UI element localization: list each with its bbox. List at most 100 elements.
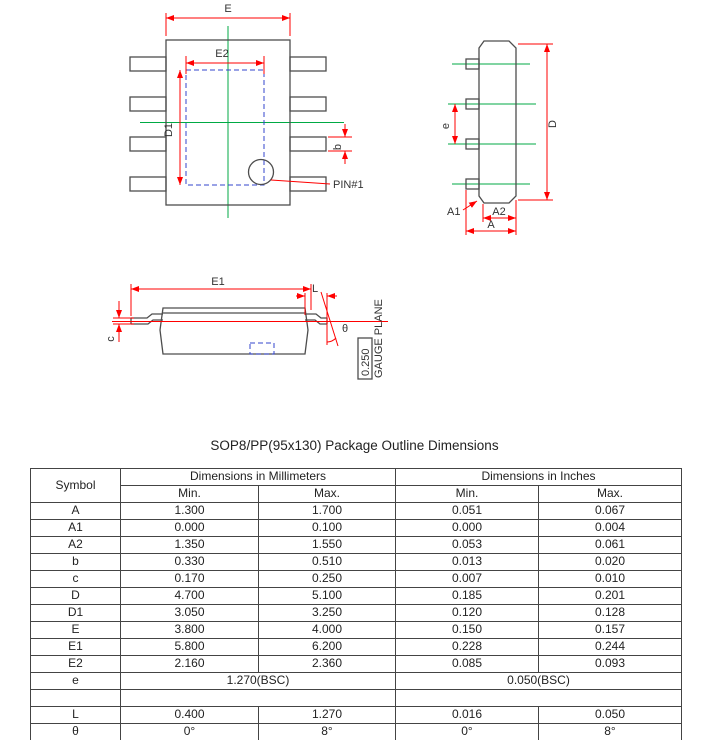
gauge-plane-label: GAUGE PLANE [373, 299, 385, 378]
cell-in-max: 0.020 [538, 553, 682, 571]
drawing-area: E E2 D1 b PIN#1 [105, 3, 559, 380]
package-body-front-view [159, 307, 309, 355]
table-row-b: b 0.330 0.510 0.013 0.020 [30, 553, 682, 571]
cell-mm-min: 5.800 [120, 638, 259, 656]
cell-in-min: 0.228 [395, 638, 539, 656]
cell-mm-max: 0.510 [258, 553, 396, 571]
cell-symbol: D1 [30, 604, 121, 622]
table-row-A: A 1.300 1.700 0.051 0.067 [30, 502, 682, 520]
table-header-row-minmax: Min. Max. Min. Max. [31, 485, 682, 503]
cell-mm-empty [120, 689, 396, 707]
dim-label-E1: E1 [211, 276, 224, 288]
table-row-e: e 1.270(BSC) 0.050(BSC) [30, 672, 682, 690]
cell-symbol: D [30, 587, 121, 605]
cell-in-min: 0.053 [395, 536, 539, 554]
cell-in-min: 0.150 [395, 621, 539, 639]
table-row-c: c 0.170 0.250 0.007 0.010 [30, 570, 682, 588]
cell-symbol: θ [30, 723, 121, 740]
dim-label-E: E [224, 3, 231, 15]
cell-mm-max: 1.550 [258, 536, 396, 554]
exposed-pad-outline [185, 69, 265, 186]
cell-symbol: E [30, 621, 121, 639]
cell-in-min: 0.185 [395, 587, 539, 605]
cell-in-min: 0.120 [395, 604, 539, 622]
cell-mm-min: 1.350 [120, 536, 259, 554]
cell-mm-max: 0.100 [258, 519, 396, 537]
front-view-dimension-lines [112, 284, 388, 347]
cell-symbol: E1 [30, 638, 121, 656]
dim-label-b: b [332, 144, 344, 150]
pins-side-view [465, 58, 480, 190]
col-header-mm-max: Max. [258, 485, 396, 503]
side-view: e D A1 A2 A [440, 40, 559, 235]
dimensions-table: Symbol Dimensions in Millimeters Dimensi… [30, 468, 682, 740]
table-row-L: L 0.400 1.270 0.016 0.050 [30, 706, 682, 724]
dim-label-E2: E2 [215, 48, 228, 60]
table-row-theta: θ 0° 8° 0° 8° [30, 723, 682, 740]
col-header-symbol: Symbol [30, 468, 121, 503]
cell-in-min: 0.051 [395, 502, 539, 520]
cell-mm-max: 3.250 [258, 604, 396, 622]
dim-label-L: L [312, 283, 318, 295]
cell-in-max: 0.067 [538, 502, 682, 520]
cell-symbol: b [30, 553, 121, 571]
cell-symbol-empty [30, 689, 121, 707]
cell-in-max: 0.004 [538, 519, 682, 537]
package-body-side-view [478, 40, 517, 204]
table-row-E2: E2 2.160 2.360 0.085 0.093 [30, 655, 682, 673]
pin1-label: PIN#1 [333, 179, 364, 191]
table-row-A1: A1 0.000 0.100 0.000 0.004 [30, 519, 682, 537]
side-view-centerlines [448, 63, 536, 185]
cell-mm-max: 0.250 [258, 570, 396, 588]
cell-symbol: e [30, 672, 121, 690]
cell-in-max: 0.157 [538, 621, 682, 639]
cell-mm-min: 0° [120, 723, 259, 740]
dim-label-A: A [487, 219, 495, 231]
cell-mm-max: 1.700 [258, 502, 396, 520]
dim-label-A2: A2 [492, 206, 505, 218]
cell-symbol: A2 [30, 536, 121, 554]
cell-in-empty [395, 689, 682, 707]
cell-symbol: c [30, 570, 121, 588]
gauge-value-label: 0.250 [360, 348, 372, 376]
cell-mm-max: 8° [258, 723, 396, 740]
package-body-top-view [165, 39, 291, 206]
pins-top-view [129, 56, 327, 192]
table-row-D1: D1 3.050 3.250 0.120 0.128 [30, 604, 682, 622]
cell-in-min: 0.007 [395, 570, 539, 588]
cell-in-min: 0.013 [395, 553, 539, 571]
cell-mm-min: 4.700 [120, 587, 259, 605]
top-view-dimension-lines [165, 13, 352, 185]
dim-label-e: e [440, 123, 452, 129]
dim-label-D1: D1 [163, 123, 175, 137]
pin1-mark-front-view [249, 342, 275, 355]
dim-label-A1: A1 [447, 206, 460, 218]
dim-label-D: D [547, 120, 559, 128]
col-header-in: Dimensions in Inches [395, 468, 682, 486]
cell-mm-min: 0.400 [120, 706, 259, 724]
cell-mm-min: 0.000 [120, 519, 259, 537]
col-header-mm-min: Min. [120, 485, 259, 503]
cell-in-min: 0.085 [395, 655, 539, 673]
col-header-in-max: Max. [538, 485, 682, 503]
table-row-E: E 3.800 4.000 0.150 0.157 [30, 621, 682, 639]
cell-in-min: 0° [395, 723, 539, 740]
cell-mm-min: 3.050 [120, 604, 259, 622]
table-header-row-groups: Symbol Dimensions in Millimeters Dimensi… [30, 468, 682, 503]
cell-mm-min: 2.160 [120, 655, 259, 673]
cell-mm-min: 1.300 [120, 502, 259, 520]
cell-in-max: 8° [538, 723, 682, 740]
table-row-empty [30, 689, 682, 707]
cell-in-min: 0.016 [395, 706, 539, 724]
col-header-mm: Dimensions in Millimeters [120, 468, 396, 486]
cell-in-max: 0.061 [538, 536, 682, 554]
cell-mm-min: 3.800 [120, 621, 259, 639]
gauge-plane-note: 0.250 GAUGE PLANE [357, 299, 385, 380]
cell-in-max: 0.010 [538, 570, 682, 588]
cell-in-max: 0.128 [538, 604, 682, 622]
front-view: E1 L c θ 0.250 GAUGE PLANE [105, 276, 388, 380]
table-row-E1: E1 5.800 6.200 0.228 0.244 [30, 638, 682, 656]
side-view-dimension-lines [452, 43, 553, 235]
cell-in-min: 0.000 [395, 519, 539, 537]
